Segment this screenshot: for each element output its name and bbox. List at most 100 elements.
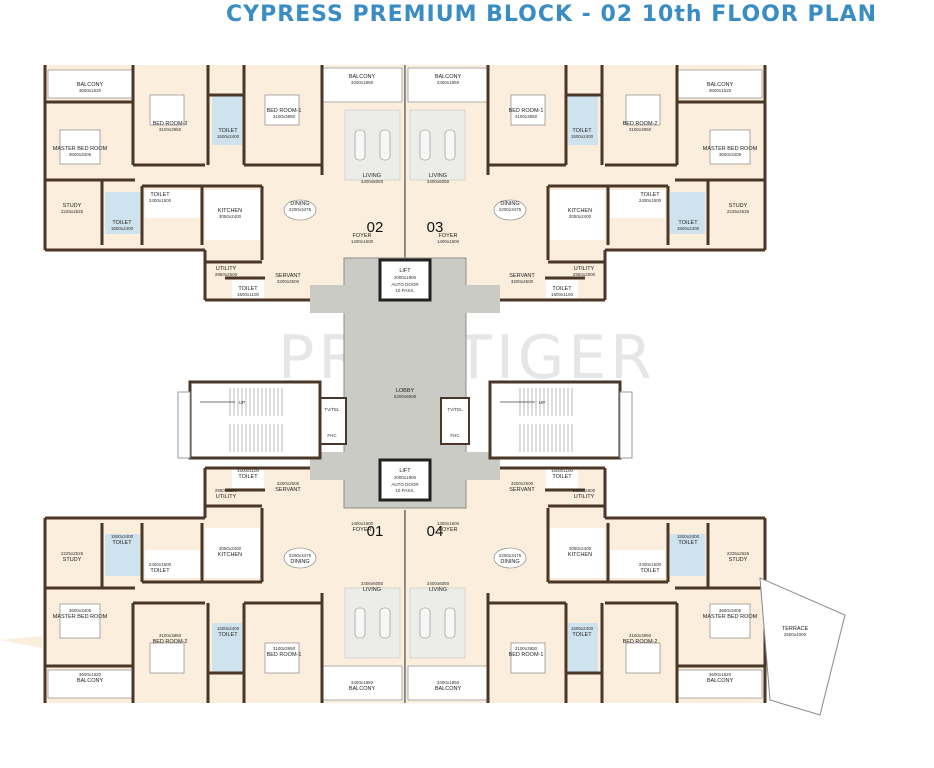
room-name: MASTER BED ROOM (703, 614, 758, 620)
lift-capacity-label: 10 PASS. (395, 288, 414, 293)
room-dimension: 3600x3405 (69, 608, 92, 613)
toilet-b2-floor (610, 550, 665, 578)
room-dimension: 3050x2400 (569, 546, 592, 551)
room-name: DINING (290, 201, 309, 207)
room-name: LIVING (429, 173, 447, 179)
room-dimension: 3400x1850 (351, 80, 374, 85)
room-name: BALCONY (435, 686, 462, 692)
room-name: TOILET (150, 568, 170, 574)
kitchen-floor (550, 190, 605, 240)
balcony-large (321, 665, 403, 701)
room-dimension: 1500x2400 (677, 226, 700, 231)
living-rug (344, 587, 401, 659)
bed-1 (264, 642, 300, 674)
stair-up-label: UP (239, 400, 245, 405)
room-dimension: 3600x3405 (719, 608, 742, 613)
room-dimension: 3400x1850 (437, 680, 460, 685)
room-dimension: 3100x3950 (273, 646, 296, 651)
room-name: TOILET (112, 220, 132, 226)
room-name: LIVING (363, 173, 381, 179)
room-dimension: 2950x2500 (573, 272, 596, 277)
room-dimension: 3100x3950 (159, 633, 182, 638)
bed-1 (510, 94, 546, 126)
room-dimension: 1500x2400 (217, 626, 240, 631)
room-dimension: 3200x2500 (511, 279, 534, 284)
lift-door-label: AUTO DOOR (391, 482, 419, 487)
bed-2 (625, 642, 661, 674)
room-dimension: 1500x1100 (551, 292, 573, 297)
balcony-large (407, 67, 489, 103)
room-dimension: 3600x3405 (69, 152, 92, 157)
room-dimension: 2200x3475 (289, 553, 312, 558)
stair-enclosure (488, 380, 622, 460)
room-dimension: 1400x1600 (437, 239, 460, 244)
terrace-dimension: 2500x4000 (784, 632, 807, 637)
room-dimension: 2400x1500 (639, 562, 662, 567)
room-name: MASTER BED ROOM (703, 146, 758, 152)
room-dimension: 3600x3405 (719, 152, 742, 157)
room-dimension: 2225x2525 (61, 209, 84, 214)
study-floor (55, 536, 100, 586)
room-dimension: 3400x6050 (427, 581, 450, 586)
room-name: BALCONY (707, 678, 734, 684)
room-name: SERVANT (509, 487, 535, 493)
toilet-b1-floor (670, 192, 705, 234)
toilet-c-floor (232, 470, 264, 488)
room-dimension: 1500x2400 (677, 534, 700, 539)
toilet-c-floor (546, 470, 578, 488)
toilet-a-floor (568, 95, 598, 145)
room-name: KITCHEN (218, 552, 242, 558)
left-edge-wedge (0, 636, 42, 648)
toilet-b2-floor (610, 190, 665, 218)
room-dimension: 3100x3950 (515, 646, 538, 651)
lift-dimension: 2000x1900 (394, 275, 417, 280)
lift-capacity-label: 10 PASS. (395, 488, 414, 493)
room-name: FOYER (439, 233, 458, 239)
room-dimension: 2200x3475 (289, 207, 312, 212)
fhc-label: FHC (450, 433, 460, 438)
room-dimension: 1400x1600 (351, 521, 374, 526)
toilet-b1-floor (105, 534, 140, 576)
room-name: TOILET (572, 632, 592, 638)
room-name: BED ROOM-1 (509, 108, 544, 114)
unit-number: 04 (427, 523, 444, 540)
staircase-right: UP (488, 380, 622, 460)
toilet-b2-floor (145, 550, 200, 578)
sofa (354, 607, 366, 639)
room-dimension: 3200x2500 (277, 481, 300, 486)
room-name: TOILET (218, 128, 238, 134)
room-name: SERVANT (509, 273, 535, 279)
toilet-a-floor (568, 623, 598, 673)
dining-table (283, 547, 317, 569)
bed-1 (510, 642, 546, 674)
room-name: LIVING (363, 587, 381, 593)
stair-window-right (619, 391, 633, 459)
room-dimension: 2950x2500 (215, 272, 238, 277)
kitchen-floor (550, 528, 605, 578)
master-bed (709, 603, 751, 639)
room-dimension: 1500x2400 (111, 534, 134, 539)
room-name: DINING (290, 559, 309, 565)
master-bed (709, 129, 751, 165)
room-dimension: 1500x2400 (571, 134, 594, 139)
room-dimension: 2400x1500 (149, 562, 172, 567)
sofa (419, 129, 431, 161)
room-name: STUDY (729, 203, 748, 209)
room-name: UTILITY (216, 494, 237, 500)
room-dimension: 2225x2525 (61, 551, 84, 556)
living-rug (409, 109, 466, 181)
room-dimension: 3200x2500 (511, 481, 534, 486)
room-name: TOILET (218, 632, 238, 638)
lift-dimension: 2000x1900 (394, 475, 417, 480)
toilet-c-floor (546, 280, 578, 298)
room-name: BALCONY (77, 82, 104, 88)
terrace-outline (759, 577, 846, 716)
room-dimension: 3200x2500 (277, 279, 300, 284)
lift-label: LIFT (399, 468, 411, 474)
room-dimension: 2400x1500 (639, 198, 662, 203)
sofa (444, 607, 456, 639)
